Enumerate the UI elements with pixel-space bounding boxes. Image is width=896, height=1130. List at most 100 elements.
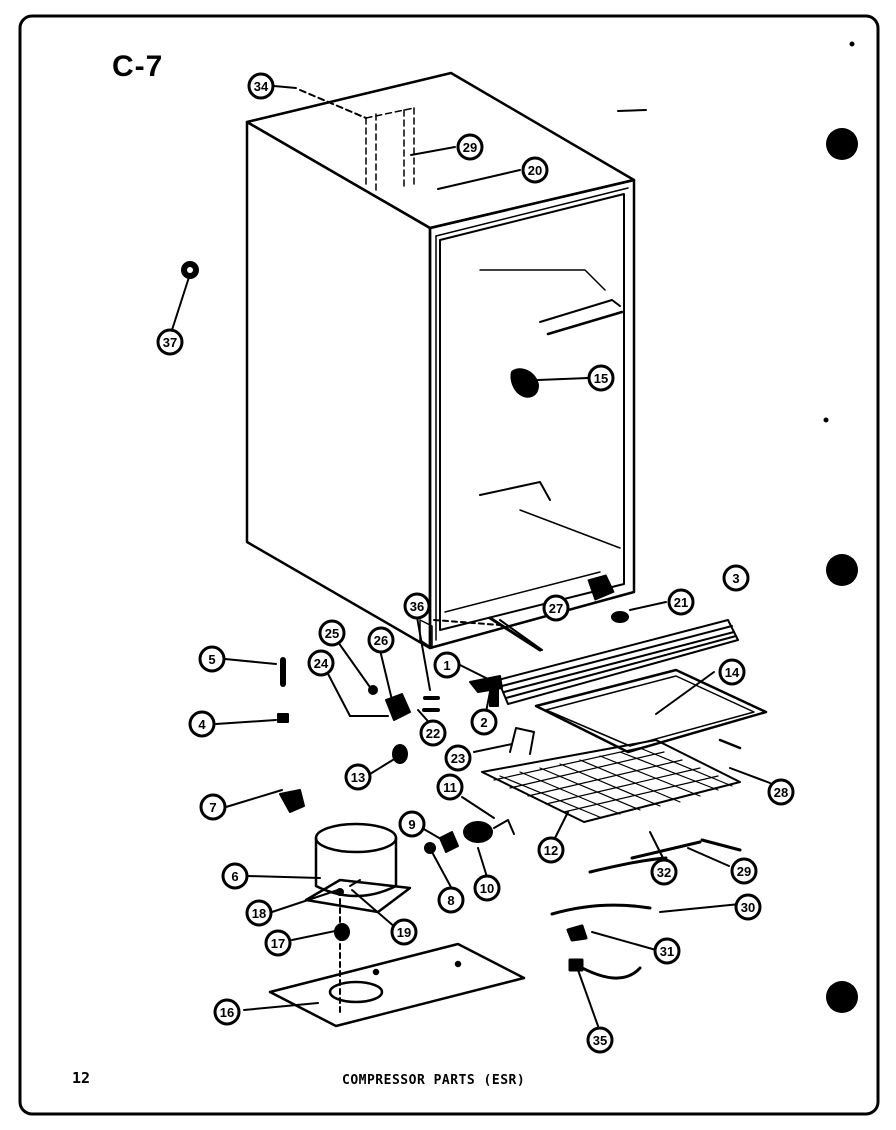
refrigerator-cabinet	[245, 71, 636, 650]
callout-label: 32	[657, 865, 671, 880]
callout-27: 27	[542, 594, 570, 622]
compressor	[304, 822, 412, 914]
callout-label: 27	[549, 601, 563, 616]
condenser-grid	[481, 739, 741, 823]
callout-circle	[436, 773, 464, 801]
binder-hole-top	[826, 128, 858, 160]
callout-label: 3	[732, 571, 739, 586]
callout-circle	[198, 645, 226, 673]
callout-circle	[734, 893, 762, 921]
callout-23: 23	[444, 744, 472, 772]
callout-circle	[433, 651, 461, 679]
callout-5: 5	[198, 645, 226, 673]
callout-circle	[437, 886, 465, 914]
callout-circle	[444, 744, 472, 772]
callout-label: 1	[443, 658, 450, 673]
callout-circle	[653, 937, 681, 965]
callout-label: 29	[463, 140, 477, 155]
callout-label: 22	[426, 726, 440, 741]
callout-circle	[188, 710, 216, 738]
callout-17: 17	[264, 929, 292, 957]
callout-circle	[730, 857, 758, 885]
callout-circle	[264, 929, 292, 957]
diagram-caption: COMPRESSOR PARTS (ESR)	[342, 1073, 526, 1088]
callout-16: 16	[213, 998, 241, 1026]
callout-10: 10	[473, 874, 501, 902]
callout-6: 6	[221, 862, 249, 890]
callout-circle	[318, 619, 346, 647]
callout-8: 8	[437, 886, 465, 914]
callout-circle	[650, 858, 678, 886]
callout-label: 19	[397, 925, 411, 940]
callout-circle	[213, 998, 241, 1026]
leader-lines	[171, 85, 771, 1027]
callout-14: 14	[718, 658, 746, 686]
callout-circle	[667, 588, 695, 616]
callout-label: 9	[408, 817, 415, 832]
callout-12: 12	[537, 836, 565, 864]
callout-26: 26	[367, 626, 395, 654]
page-code: C-7	[112, 50, 164, 83]
callout-circle	[473, 874, 501, 902]
base-plate	[268, 942, 526, 1028]
page-number: 12	[72, 1069, 91, 1087]
callout-circle	[344, 763, 372, 791]
callout-4: 4	[188, 710, 216, 738]
callout-label: 17	[271, 936, 285, 951]
callout-circle	[767, 778, 795, 806]
callout-3: 3	[722, 564, 750, 592]
callout-label: 26	[374, 633, 388, 648]
drain-pan	[534, 668, 768, 754]
callout-label: 28	[774, 785, 788, 800]
callout-label: 34	[254, 79, 269, 94]
callout-label: 13	[351, 770, 365, 785]
callout-label: 2	[480, 715, 487, 730]
callout-20: 20	[521, 156, 549, 184]
callout-11: 11	[436, 773, 464, 801]
callout-label: 30	[741, 900, 755, 915]
callout-label: 12	[544, 843, 558, 858]
callout-7: 7	[199, 793, 227, 821]
callout-31: 31	[653, 937, 681, 965]
binder-hole-middle	[826, 554, 858, 586]
callout-label: 31	[660, 944, 674, 959]
callout-19: 19	[390, 918, 418, 946]
callout-label: 7	[209, 800, 216, 815]
callout-circle	[221, 862, 249, 890]
callout-label: 11	[443, 780, 457, 795]
callout-21: 21	[667, 588, 695, 616]
callout-22: 22	[419, 719, 447, 747]
callout-label: 35	[593, 1033, 607, 1048]
callout-label: 24	[314, 656, 329, 671]
callout-label: 16	[220, 1005, 234, 1020]
condenser-assembly	[497, 619, 739, 705]
callout-9: 9	[398, 810, 426, 838]
callout-label: 21	[674, 595, 688, 610]
callout-18: 18	[245, 899, 273, 927]
callout-label: 4	[198, 717, 206, 732]
callout-circle	[456, 133, 484, 161]
small-parts	[181, 261, 629, 941]
callout-label: 25	[325, 626, 339, 641]
callout-circle	[419, 719, 447, 747]
callout-circle	[247, 72, 275, 100]
callout-29: 29	[456, 133, 484, 161]
callout-2: 2	[470, 708, 498, 736]
callout-circle	[199, 793, 227, 821]
callout-circle	[470, 708, 498, 736]
callout-circle	[156, 328, 184, 356]
callout-label: 37	[163, 335, 177, 350]
callout-1: 1	[433, 651, 461, 679]
callout-30: 30	[734, 893, 762, 921]
callout-28: 28	[767, 778, 795, 806]
callout-15: 15	[587, 364, 615, 392]
callout-label: 5	[208, 652, 215, 667]
callout-32: 32	[650, 858, 678, 886]
callout-circle	[587, 364, 615, 392]
callout-24: 24	[307, 649, 335, 677]
tubing-parts	[550, 838, 742, 980]
callout-label: 15	[594, 371, 608, 386]
